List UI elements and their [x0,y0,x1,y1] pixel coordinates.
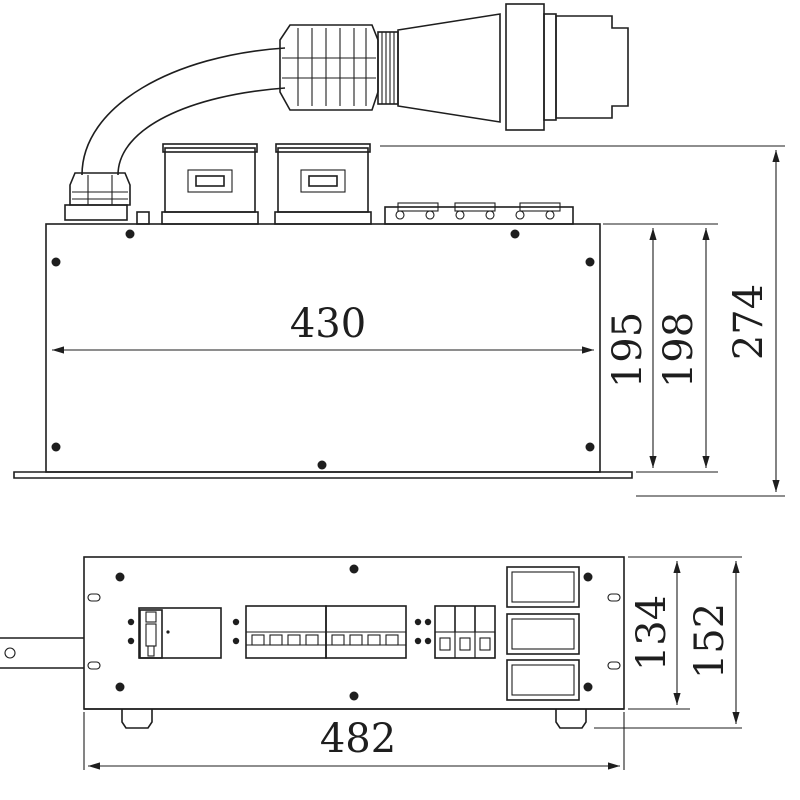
power-cable-assembly [64,3,629,221]
dimension-label: 274 [726,284,772,360]
dimension-height-134: 134 [629,561,681,705]
dimension-height-195: 195 [605,228,657,468]
dimension-height-152: 152 [687,561,740,724]
terminal-strip [384,202,574,225]
socket-outlet-2 [506,613,580,655]
main-breaker [138,607,222,659]
dimension-height-274: 274 [726,150,780,492]
socket-module-left [161,143,259,225]
breaker-group-right [325,605,407,659]
front-view: 482 134 152 [0,556,742,770]
dimension-label: 482 [320,716,396,762]
socket-module-right [274,143,372,225]
dimension-width-430: 430 [52,301,594,354]
three-pole-breaker [434,605,496,659]
top-view: 430 195 198 274 [13,3,785,497]
front-panel [83,556,625,729]
dimension-label: 430 [290,301,366,347]
breaker-group-left [245,605,327,659]
socket-outlet-1 [506,566,580,608]
enclosure-body-top [13,223,633,479]
cable-stub [0,637,84,669]
dimension-width-482: 482 [88,716,620,770]
small-stud [136,211,150,225]
dimension-label: 195 [605,312,651,388]
dimension-height-198: 198 [656,228,710,468]
socket-outlet-3 [506,659,580,701]
dimension-label: 198 [656,312,702,388]
dimension-label: 152 [687,603,733,679]
dimension-label: 134 [629,595,675,671]
